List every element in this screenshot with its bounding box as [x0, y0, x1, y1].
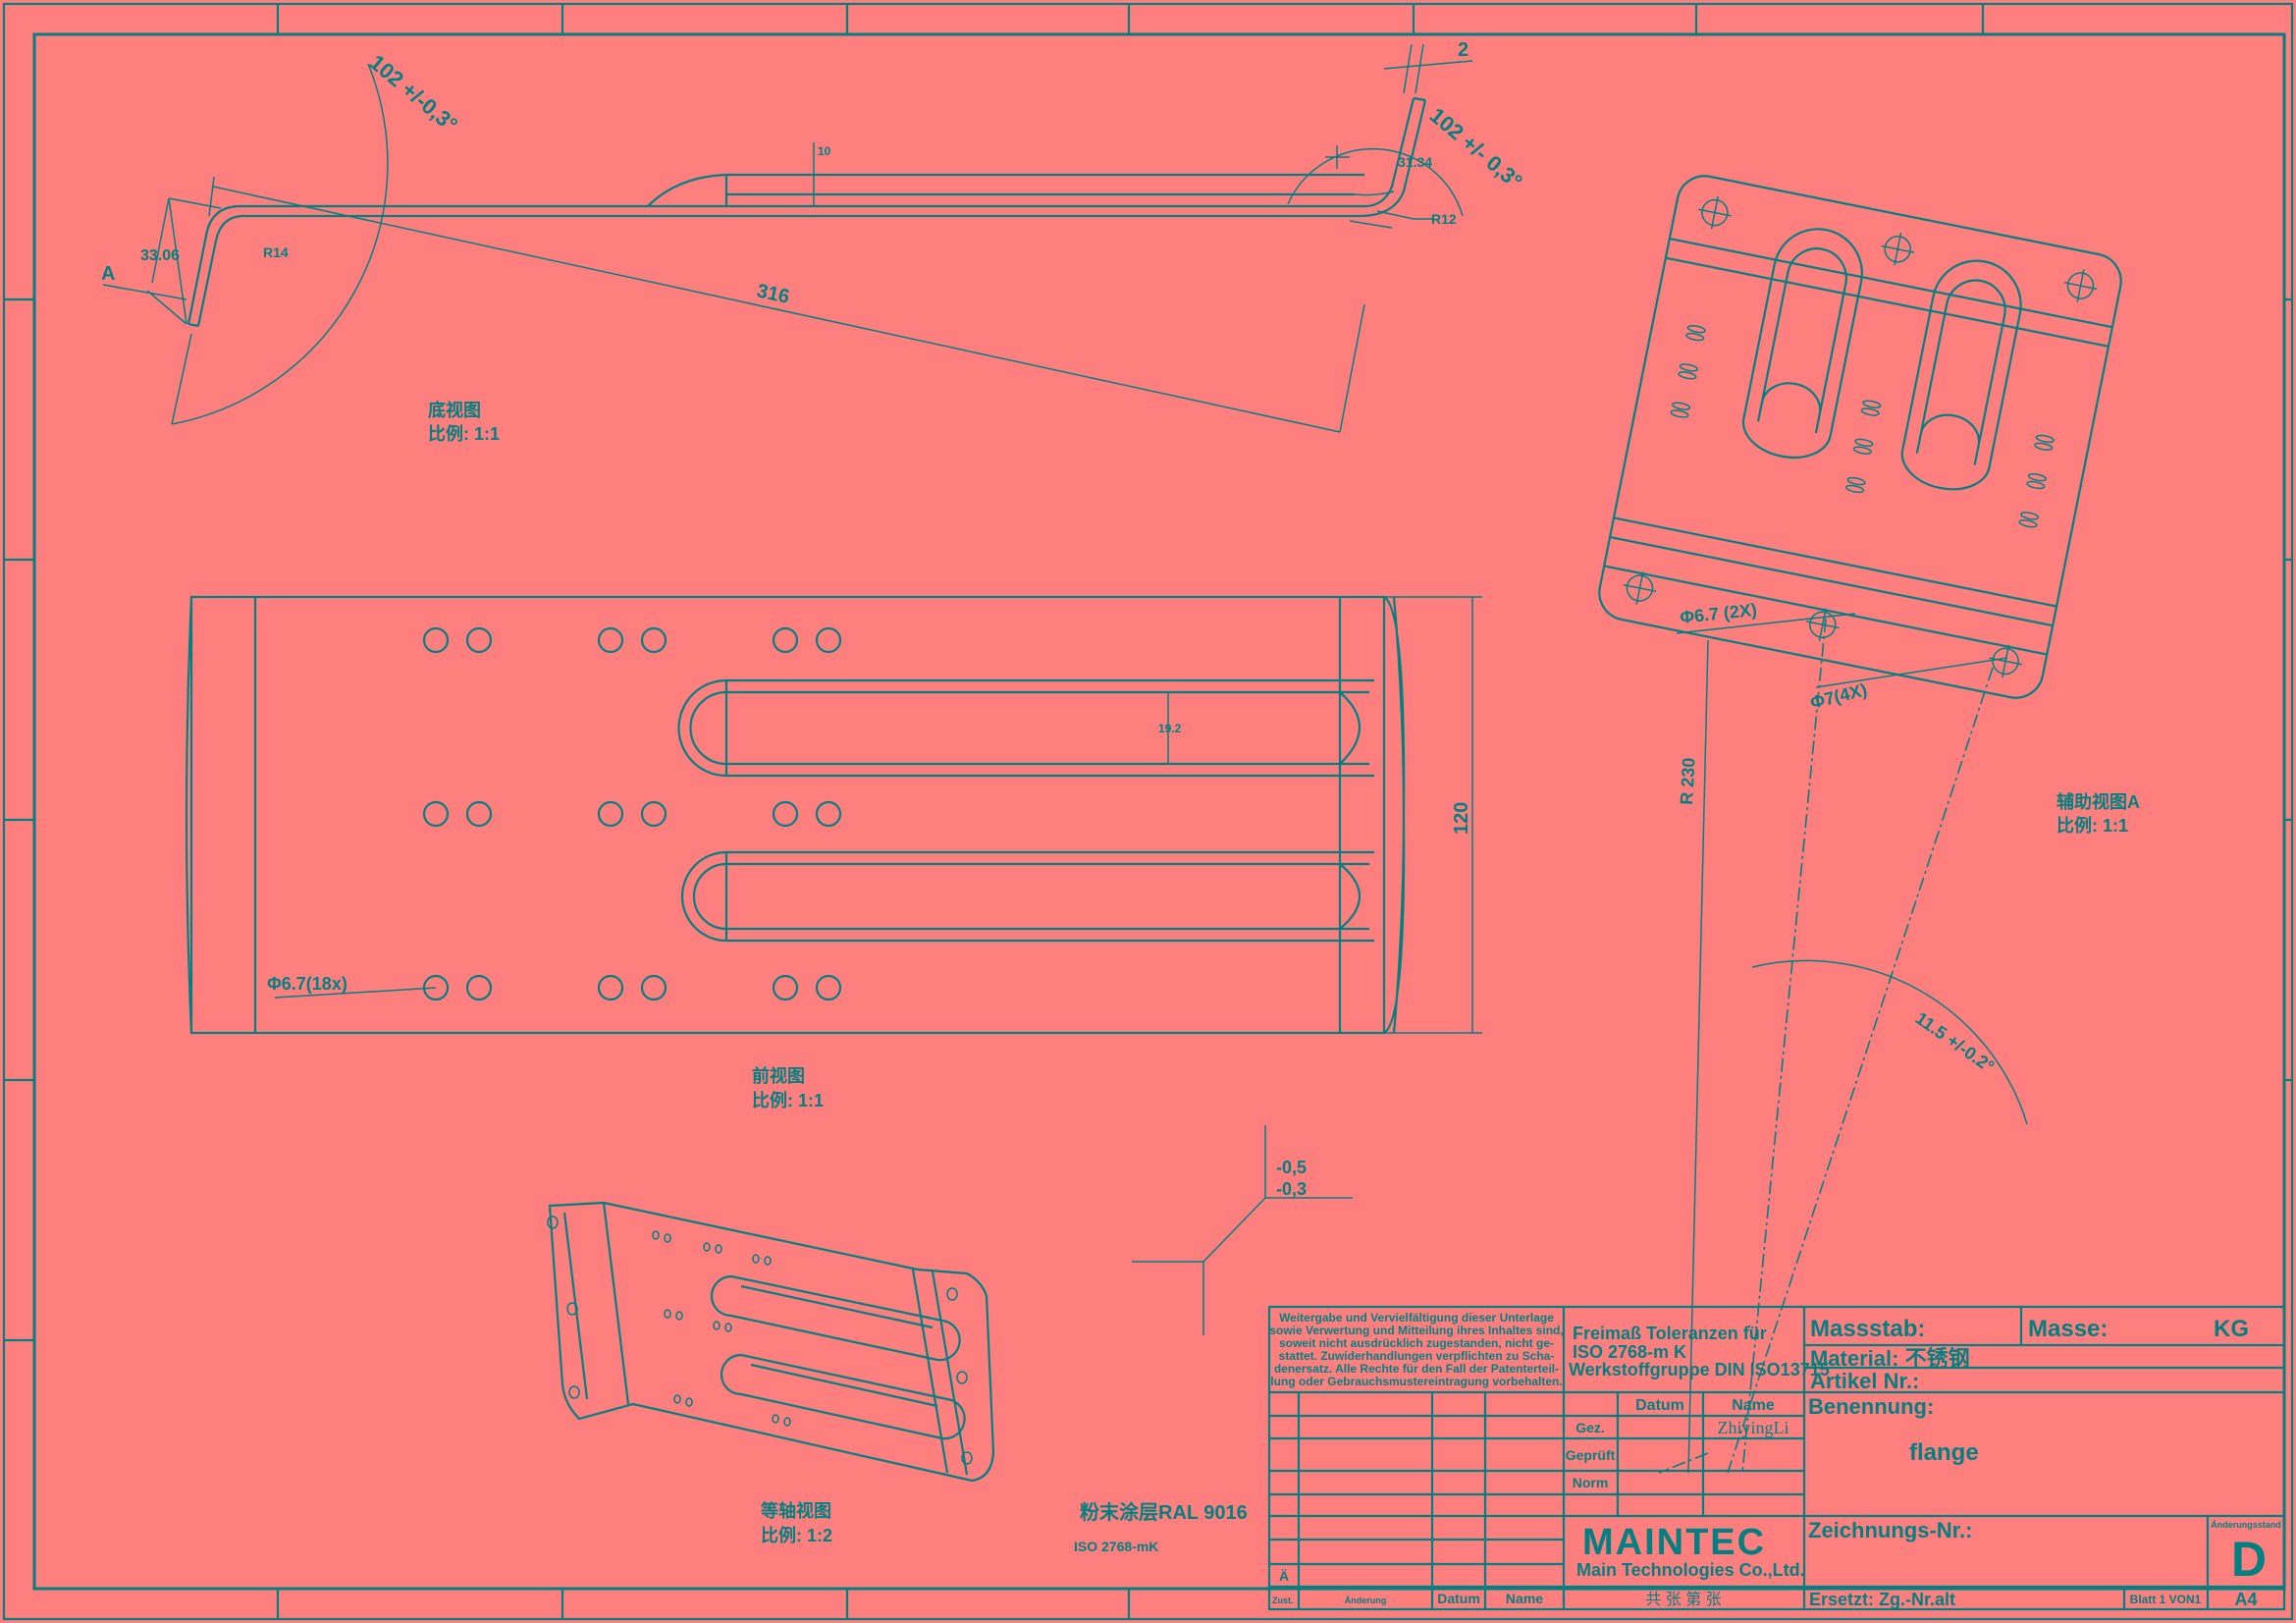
row-geprueft: Geprüft — [1566, 1447, 1616, 1463]
thickness-dimension: 2 — [1458, 39, 1468, 61]
tolerance-upper: -0,5 — [1276, 1158, 1307, 1177]
revision-row-marker: Ä — [1279, 1568, 1289, 1584]
radius-left-label: R14 — [263, 244, 289, 260]
aux-view-scale: 比例: 1:1 — [2056, 815, 2128, 836]
aux-view-title: 辅助视图A — [2056, 791, 2140, 812]
drawing-text: Werkstoffgruppe DIN ISO13715 — [1569, 1360, 1830, 1380]
part-name: flange — [1909, 1439, 1979, 1466]
coating-note: 粉末涂层RAL 9016 — [1080, 1500, 1248, 1524]
title-block-footer: Zust. Änderung Datum Name 共 张 第 张 Ersetz… — [1272, 1590, 2258, 1609]
drawn-by: ZhiyingLi — [1718, 1418, 1789, 1437]
aux-angle-dimension: 11.5 +/-0.2° — [1912, 1008, 1998, 1077]
row-gez: Gez. — [1575, 1420, 1605, 1435]
company-logo: MAINTEC — [1582, 1522, 1766, 1563]
masse-unit: KG — [2214, 1316, 2249, 1342]
material-label: Material: 不锈钢 — [1810, 1346, 1970, 1371]
company-name: Main Technologies Co.,Ltd. — [1576, 1560, 1805, 1580]
drawing-text: sowie Verwertung und Mitteilung ihres In… — [1269, 1324, 1563, 1337]
aux-radius-dimension: R 230 — [1677, 757, 1698, 805]
massstab-label: Massstab: — [1810, 1316, 1925, 1342]
front-view: 19.2 120 Φ6.7(18x) 前视图 比例: 1:1 — [185, 595, 1482, 1110]
drawing-text: 共 张 第 张 — [1645, 1591, 1721, 1608]
benennung-label: Benennung: — [1808, 1394, 1934, 1419]
aenderungsstand-label: Änderungsstand — [2211, 1520, 2281, 1530]
surface-note: -0,5 -0,3 粉末涂层RAL 9016 ISO 2768-mK — [1074, 1125, 1353, 1554]
front-view-scale: 比例: 1:1 — [752, 1090, 824, 1110]
drawing-text: Name — [1506, 1591, 1543, 1606]
artikel-label: Artikel Nr.: — [1810, 1369, 1919, 1393]
drawing-text: Datum — [1437, 1591, 1480, 1606]
drawing-text: stattet. Zuwiderhandlungen verpflichten … — [1279, 1349, 1555, 1363]
width-dimension: 120 — [1451, 802, 1472, 835]
title-block: Weitergabe und Vervielfältigung dieser U… — [1267, 1305, 2286, 1611]
iso-view-scale: 比例: 1:2 — [761, 1525, 832, 1545]
flange-left-dimension: 33.06 — [140, 247, 180, 264]
drawing-text: denersatz. Alle Rechte für den Fall der … — [1274, 1362, 1559, 1376]
drawing-text: Änderung — [1345, 1596, 1387, 1605]
angle-right-dimension: 102 +/- 0,3° — [1425, 103, 1527, 194]
drawing-text: Ersetzt: Zg.-Nr.alt — [1809, 1590, 1955, 1609]
flange-right-dimension: 31.34 — [1398, 154, 1432, 170]
height-dimension: 10 — [818, 144, 831, 158]
drawing-text: A4 — [2234, 1590, 2257, 1609]
length-dimension: 316 — [755, 280, 791, 307]
bottom-view-title: 底视图 — [428, 400, 481, 420]
drawing-text: Blatt 1 VON1 — [2130, 1593, 2202, 1606]
aux-hole-callout-4x: Φ7(4X) — [1808, 679, 1869, 713]
masse-label: Masse: — [2028, 1316, 2108, 1342]
tolerance-lower: -0,3 — [1276, 1179, 1307, 1199]
slot-width-dimension: 19.2 — [1158, 722, 1182, 735]
zeichnungs-nr-label: Zeichnungs-Nr.: — [1808, 1518, 1972, 1542]
drawing-text: ISO 2768-m K — [1573, 1342, 1686, 1362]
col-name: Name — [1732, 1397, 1775, 1414]
drawing-text: soweit nicht ausdrücklich zugestanden, n… — [1279, 1336, 1554, 1350]
drawing-text: Zust. — [1272, 1596, 1294, 1605]
angle-left-dimension: 102 +/-0,3° — [365, 50, 462, 137]
drawing-text: Weitergabe und Vervielfältigung dieser U… — [1279, 1311, 1554, 1325]
section-marker-a: A — [101, 263, 115, 285]
copyright-notice: Weitergabe und Vervielfältigung dieser U… — [1269, 1311, 1563, 1388]
isometric-view: 等轴视图 比例: 1:2 — [547, 1201, 995, 1545]
bottom-view: 33.06 R14 A 102 +/-0,3° 316 10 31.34 R12… — [101, 39, 1527, 444]
revision-letter: D — [2231, 1532, 2267, 1587]
radius-right-label: R12 — [1431, 211, 1457, 227]
iso-view-title: 等轴视图 — [761, 1500, 831, 1521]
col-datum: Datum — [1635, 1397, 1684, 1414]
aux-hole-callout-2x: Φ6.7 (2X) — [1679, 600, 1757, 627]
row-norm: Norm — [1573, 1475, 1609, 1490]
front-view-title: 前视图 — [752, 1065, 805, 1086]
auxiliary-view-a: Φ6.7 (2X) Φ7(4X) R 230 11.5 +/-0.2° 辅助视图… — [1598, 175, 2140, 1474]
bottom-view-scale: 比例: 1:1 — [428, 423, 500, 444]
hole-callout: Φ6.7(18x) — [267, 974, 347, 994]
tolerance-note: Freimaß Toleranzen für ISO 2768-m K Werk… — [1569, 1324, 1830, 1380]
drawing-text: Freimaß Toleranzen für — [1573, 1324, 1767, 1343]
iso-note: ISO 2768-mK — [1074, 1539, 1158, 1554]
drawing-text: lung oder Gebrauchsmustereintragung vorb… — [1270, 1375, 1562, 1388]
